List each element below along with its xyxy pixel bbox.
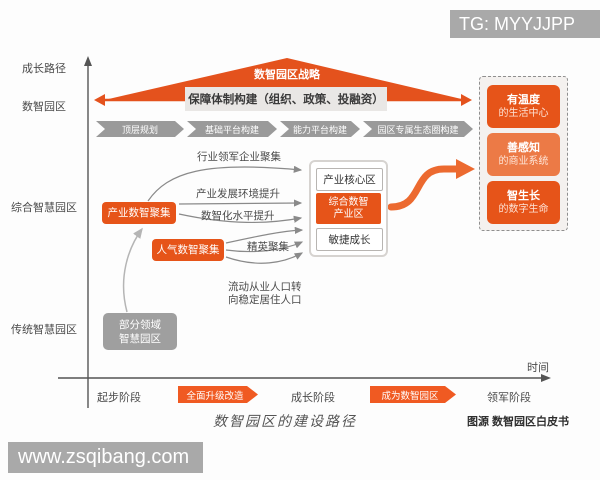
zone-smart-line2: 产业区 [333,208,364,220]
stage-leader: 领军阶段 [487,392,531,404]
zone-integrated-digital: 综合数智 产业区 [316,193,381,224]
y-axis-arrowhead [84,56,92,66]
arrow-right-head [461,94,472,106]
badge-become-digital-park: 成为数智园区 [370,386,456,403]
x-axis-arrowhead [541,374,551,382]
vision1-title: 有温度 [507,93,540,106]
chevron-capability-platform: 能力平台构建 [280,121,360,137]
population-line1: 流动从业人口转 [228,281,302,293]
watermark-telegram: TG: MYYJJPP [450,10,600,38]
badge-full-upgrade: 全面升级改造 [178,386,258,403]
y-level-digital-park: 数智园区 [22,101,66,113]
node-industry-cluster: 产业数智聚集 [102,202,176,224]
legacy-line1: 部分领域 [119,318,161,331]
y-axis-title: 成长路径 [22,63,66,75]
vision-digital-life: 智生长 的数字生命 [487,181,560,224]
guarantee-system-box: 保障体制构建（组织、政策、投融资） [185,87,387,111]
build-steps-row: 顶层规划 基础平台构建 能力平台构建 园区专属生态圈构建 [96,121,473,137]
y-level-traditional-smart-park: 传统智慧园区 [11,324,77,336]
stage-startup: 起步阶段 [97,392,141,404]
node-legacy-smart-park: 部分领域 智慧园区 [103,313,177,350]
node-popularity-cluster: 人气数智聚集 [152,239,224,261]
stage-growth: 成长阶段 [291,392,335,404]
label-industry-environment: 产业发展环境提升 [196,188,280,200]
population-line2: 向稳定居住人口 [228,294,302,306]
zone-smart-line1: 综合数智 [328,196,369,208]
vision1-sub: 的生活中心 [498,107,549,119]
label-elite-gathering: 精英聚集 [247,241,289,253]
zone-agile-growth: 敏捷成长 [316,228,383,251]
y-level-integrated-smart-park: 综合智慧园区 [11,202,77,214]
figure-caption: 数智园区的建设路径 [213,415,357,430]
vision-commerce-system: 善感知 的商业系统 [487,133,560,176]
x-axis-title: 时间 [527,362,549,374]
label-leading-enterprises: 行业领军企业聚集 [197,151,281,163]
zone-container: 产业核心区 综合数智 产业区 敏捷成长 [309,160,388,257]
vision-panel: 有温度 的生活中心 善感知 的商业系统 智生长 的数字生命 [479,76,568,231]
label-digitalization-level: 数智化水平提升 [201,210,275,222]
label-population-shift: 流动从业人口转 向稳定居住人口 [228,281,302,307]
vision3-title: 智生长 [507,189,540,202]
strategy-triangle-label: 数智园区战略 [254,69,320,81]
watermark-site: www.zsqibang.com [8,442,203,473]
s-curve-arrow [387,165,460,211]
vision3-sub: 的数字生命 [498,203,549,215]
figure-source: 图源 数智园区白皮书 [467,416,570,428]
chevron-ecosystem-build: 园区专属生态圈构建 [363,121,473,137]
chevron-base-platform: 基础平台构建 [187,121,277,137]
vision2-sub: 的商业系统 [498,155,549,167]
s-curve-arrowhead [456,159,475,179]
legacy-line2: 智慧园区 [119,332,161,345]
vision-life-center: 有温度 的生活中心 [487,85,560,128]
vision2-title: 善感知 [507,141,540,154]
chevron-top-level-planning: 顶层规划 [96,121,184,137]
zone-industry-core: 产业核心区 [316,168,383,191]
arrow-left-head [94,94,105,106]
